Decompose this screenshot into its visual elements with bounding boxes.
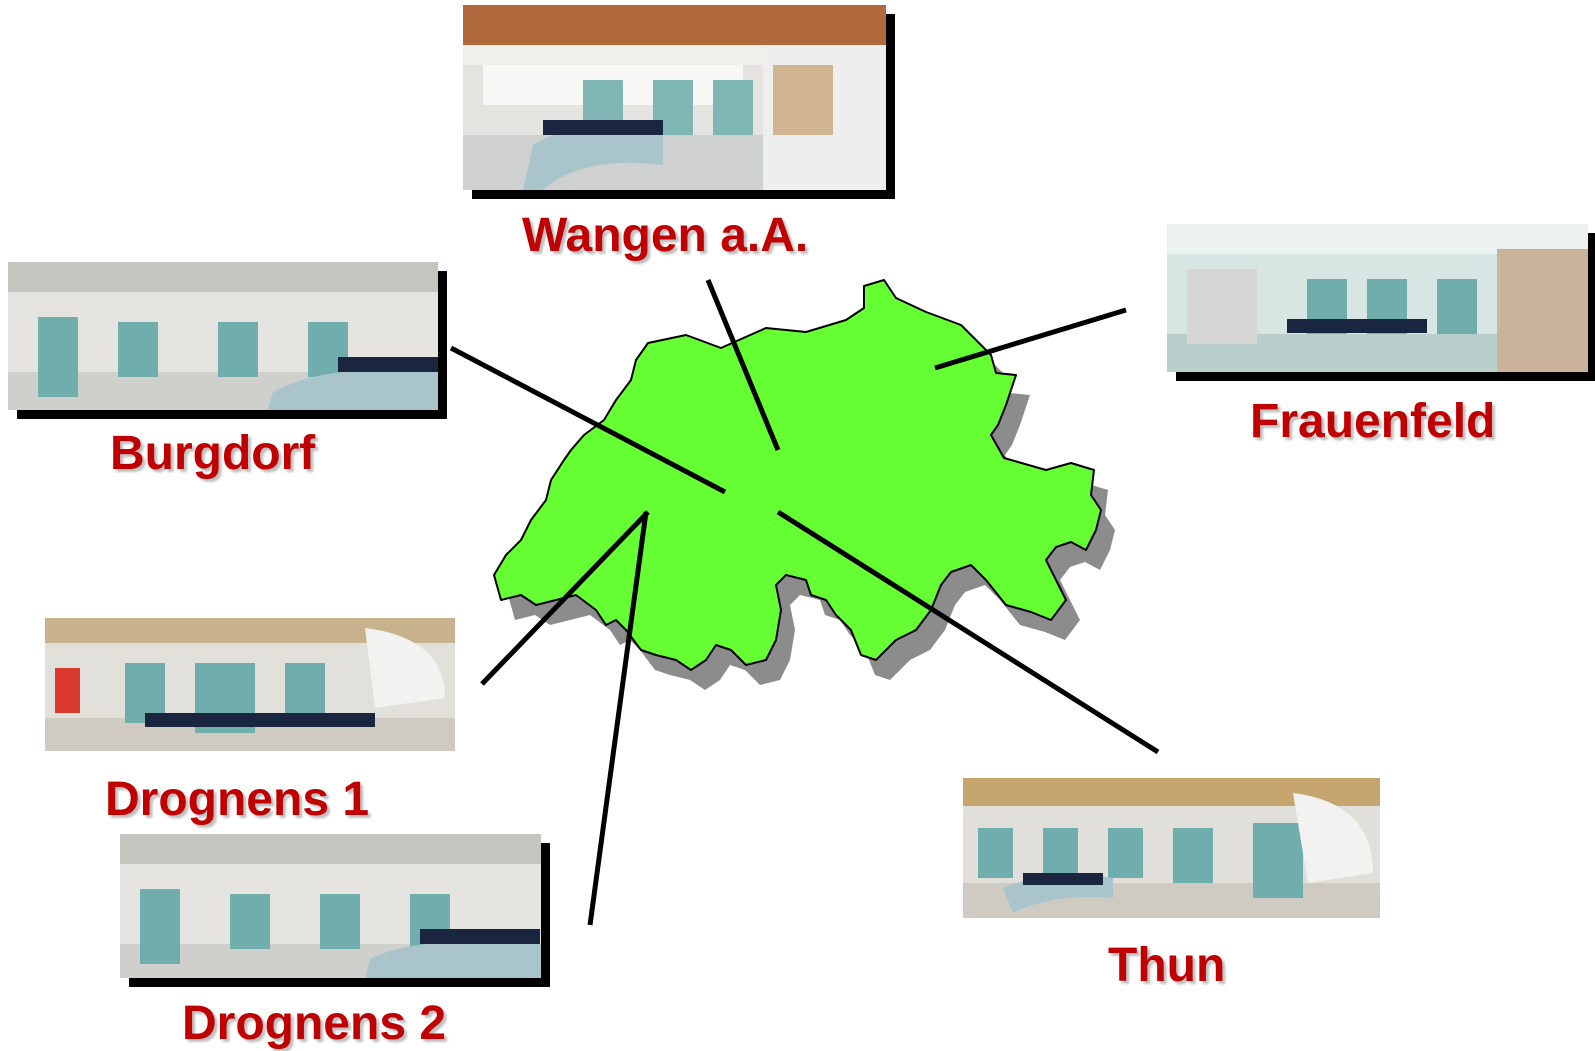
connector-burgdorf (449, 345, 727, 495)
connector-drognens-1 (480, 510, 650, 686)
simulator-hall-image (8, 262, 438, 410)
connector-lines (449, 279, 1160, 926)
location-label-drognens-2: Drognens 2 (182, 997, 447, 1050)
simulator-hall-image (463, 5, 886, 190)
connector-thun (776, 509, 1160, 755)
simulator-hall-image (45, 618, 455, 751)
simulator-hall-image (1167, 224, 1588, 372)
location-label-frauenfeld: Frauenfeld (1250, 395, 1496, 448)
simulator-hall-image (120, 834, 541, 978)
switzerland-map-outline (493, 279, 1102, 671)
simulator-hall-image (963, 778, 1380, 918)
location-label-thun: Thun (1108, 939, 1226, 992)
location-label-burgdorf: Burgdorf (110, 427, 316, 480)
connector-drognens-2 (587, 511, 649, 926)
photo-frauenfeld (1167, 224, 1588, 372)
location-label-wangen: Wangen a.A. (522, 209, 809, 262)
connector-frauenfeld (934, 307, 1127, 371)
location-label-drognens-1: Drognens 1 (105, 773, 370, 826)
photo-drognens-2 (120, 834, 541, 978)
photo-thun (963, 778, 1380, 918)
photo-burgdorf (8, 262, 438, 410)
photo-wangen (463, 5, 886, 190)
connector-wangen (705, 279, 781, 451)
photo-drognens-1 (45, 618, 455, 751)
